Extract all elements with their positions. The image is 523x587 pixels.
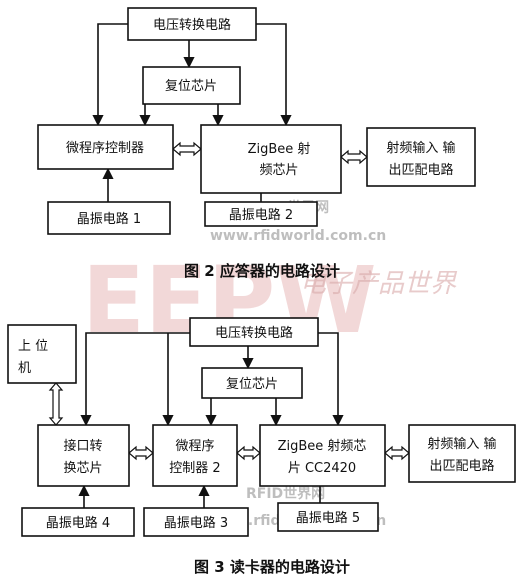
mcu-2-label-2: 控制器 2 [169,461,220,476]
rf-match-3-label-2: 出匹配电路 [429,458,494,474]
reset-chip-3-box [201,367,303,399]
reset-chip-box [142,66,241,105]
double-arrow-mcu-rf [172,141,202,157]
oscillator-2-label: 晶振电路 2 [229,207,293,223]
zigbee-rf-chip-box [200,124,342,194]
rf-match-label-1: 射频输入 输 [386,140,455,156]
oscillator-3-label: 晶振电路 3 [164,515,228,531]
watermark-site-name-2: RFID世界网 [246,485,325,502]
figure-2-caption: 图 2 应答器的电路设计 [184,262,340,280]
zigbee-rf-chip-label-1: ZigBee 射 [248,141,311,157]
mcu-2-box [152,424,238,487]
watermark-site-url-1: www.rfidworld.com.cn [210,228,386,244]
double-arrow-rf3-match [384,445,410,461]
oscillator-4-box [21,507,135,537]
rf-match-3-label-1: 射频输入 输 [427,436,496,452]
oscillator-5-box [277,502,379,532]
watermark-tagline: 电子产品世界 [300,269,458,299]
reset-chip-3-label: 复位芯片 [226,377,278,392]
figure-3-caption: 图 3 读卡器的电路设计 [194,558,350,576]
reset-chip-label: 复位芯片 [165,79,217,94]
wire-voltage-to-rf3 [318,332,344,427]
double-arrow-host-iface [48,382,64,426]
interface-converter-label-1: 接口转 [63,438,102,454]
figure-3: 上 位 机 电压转换电路 复位芯片 接口转 换芯片 微程序 控制器 2 ZigB… [7,317,516,576]
wire-voltage-to-mcu [92,23,128,127]
mcu-2-label-1: 微程序 [175,439,214,454]
interface-converter-label-2: 换芯片 [63,461,102,476]
host-box [7,324,77,384]
zigbee-cc2420-label-2: 片 CC2420 [288,461,356,476]
zigbee-cc2420-label-1: ZigBee 射频芯 [278,438,367,454]
voltage-converter-3-label: 电压转换电路 [215,325,293,341]
mcu-box [37,124,174,170]
wire-voltage-to-rf [256,23,292,127]
oscillator-3-box [143,507,249,537]
oscillator-1-label: 晶振电路 1 [77,211,141,227]
oscillator-1-box [47,201,171,235]
host-label-1: 上 位 [18,339,48,354]
zigbee-rf-chip-label-2: 频芯片 [259,163,298,178]
rf-match-label-2: 出匹配电路 [388,162,453,178]
rf-match-3-box [408,424,516,483]
interface-converter-box [37,424,130,487]
figure-2: 电压转换电路 复位芯片 微程序控制器 ZigBee 射 频芯片 射频输入 输 出… [37,7,476,280]
rf-match-box [366,127,476,187]
wire-voltage-to-iface [80,332,190,427]
voltage-converter-box [127,7,257,41]
mcu-label: 微程序控制器 [66,141,144,156]
zigbee-cc2420-box [259,424,386,487]
voltage-converter-label: 电压转换电路 [153,17,231,33]
oscillator-2-box [204,201,318,227]
double-arrow-rf-match [340,149,368,165]
double-arrow-mcu2-rf3 [236,445,261,461]
oscillator-4-label: 晶振电路 4 [46,515,110,531]
voltage-converter-3-box [189,317,319,347]
double-arrow-iface-mcu2 [128,445,154,461]
oscillator-5-label: 晶振电路 5 [296,510,360,526]
host-label-2: 机 [18,361,31,376]
